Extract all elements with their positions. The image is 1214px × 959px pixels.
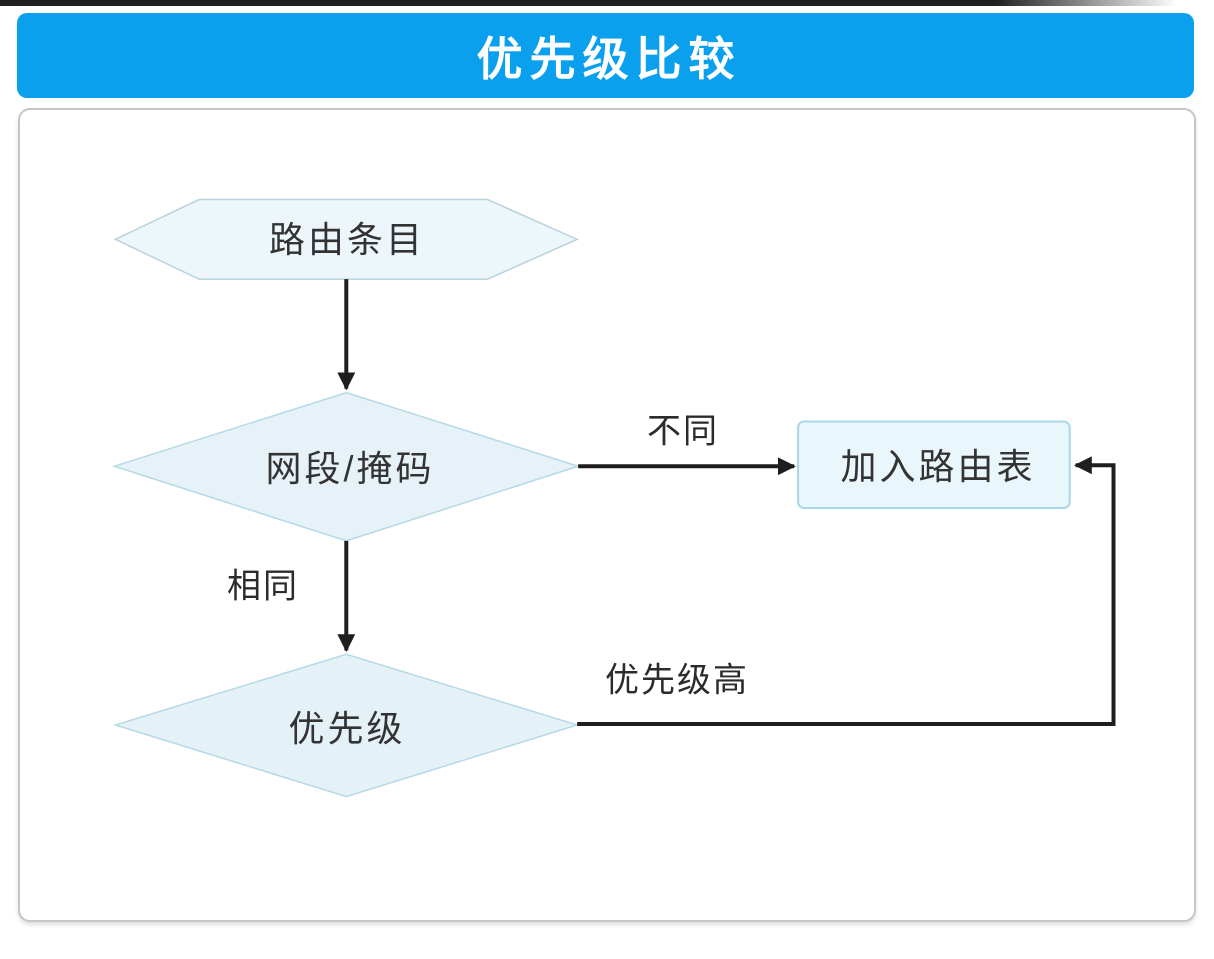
node-label-route-entry: 路由条目: [268, 219, 426, 261]
page-title: 优先级比较: [476, 33, 742, 85]
edge-label-different: 不同: [647, 412, 719, 451]
top-edge-strip: [0, 0, 1214, 6]
connector-priority-to-add-table: [577, 456, 1116, 726]
edge-label-same: 相同: [227, 567, 299, 606]
node-label-add-routing-table: 加入路由表: [840, 446, 1036, 488]
edge-label-priority-high: 优先级高: [605, 661, 749, 700]
flowchart-canvas: 路由条目 网段/掩码 加入路由表 优先级 不同 相同 优先级高: [18, 108, 1196, 922]
node-label-priority: 优先级: [288, 708, 406, 750]
rectangle-node-add-routing-table: [797, 420, 1071, 510]
hexagon-node-route-entry: [113, 198, 579, 280]
flowchart-svg: [111, 198, 1116, 798]
diamond-node-priority: [112, 653, 580, 798]
title-bar: 优先级比较: [17, 13, 1194, 98]
node-label-network-mask: 网段/掩码: [265, 448, 435, 490]
